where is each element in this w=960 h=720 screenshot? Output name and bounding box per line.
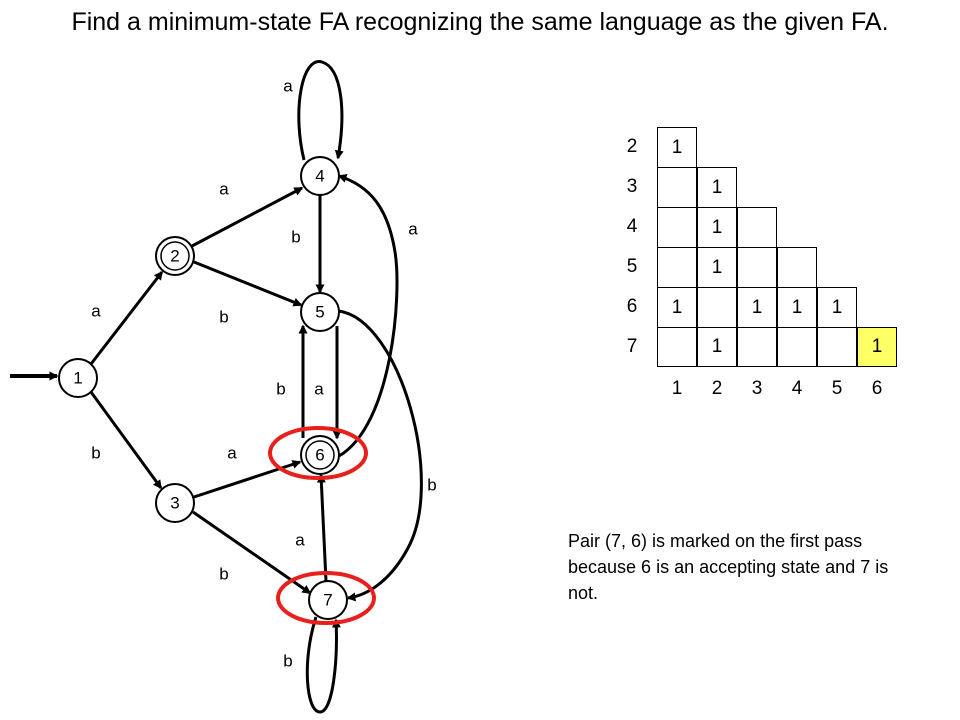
table-cell [777,327,817,367]
table-cell [657,167,697,207]
highlight-ellipse-6 [268,426,368,480]
transition-label-7-6: a [295,530,305,549]
accepting-ring-6 [305,440,335,470]
table-row-label: 3 [626,176,638,197]
transition-label-2-4: a [219,179,229,198]
transition-2-5 [193,260,303,307]
table-cell: 1 [697,327,737,367]
transition-4-4 [297,60,344,161]
table-cell [737,207,777,247]
table-row-label: 4 [626,216,638,237]
transition-label-4-5: b [291,227,300,246]
transition-label-1-2: a [91,301,101,320]
table-row-label: 2 [626,136,638,157]
table-cell [657,247,697,287]
table-cell: 1 [657,287,697,327]
transition-7-6 [316,473,328,582]
state-4 [300,156,340,196]
table-col-label: 4 [791,378,803,399]
transition-3-6 [193,460,302,499]
state-label-6: 6 [315,445,324,464]
transition-label-7-7: b [283,651,292,670]
table-cell [737,247,777,287]
table-cell [657,207,697,247]
explanation-note: Pair (7, 6) is marked on the first pass … [568,531,889,603]
transition-2-4 [191,186,304,248]
table-row-label: 7 [626,336,638,357]
table-cell [817,327,857,367]
transition-6-4 [337,174,399,458]
state-label-1: 1 [73,368,82,387]
transition-label-6-5: b [276,379,285,398]
transition-label-5-6: a [314,379,324,398]
state-label-2: 2 [170,246,179,265]
page-title: Find a minimum-state FA recognizing the … [71,8,889,36]
state-label-7: 7 [323,590,332,609]
table-cell [697,287,737,327]
transition-label-4-4: a [283,76,293,95]
table-cell: 1 [777,287,817,327]
table-cell: 1 [817,287,857,327]
transition-label-3-7: b [219,564,228,583]
table-cell: 1 [657,127,697,167]
accepting-ring-2 [160,241,190,271]
table-cell: 1 [857,327,897,367]
table-col-label: 2 [711,378,723,399]
table-col-label: 6 [871,378,883,399]
state-1 [58,358,98,398]
table-cell: 1 [697,167,737,207]
table-row-label: 5 [626,256,638,277]
table-cell: 1 [697,207,737,247]
table-cell: 1 [697,247,737,287]
table-cell [777,247,817,287]
state-3 [155,483,195,523]
state-label-4: 4 [315,166,324,185]
state-7 [308,580,348,620]
state-5 [300,292,340,332]
transition-label-1-3: b [91,443,100,462]
state-label-3: 3 [170,493,179,512]
state-label-5: 5 [315,302,324,321]
transition-label-2-5: b [219,307,228,326]
table-col-label: 3 [751,378,763,399]
table-col-label: 1 [671,378,683,399]
highlight-ellipse-7 [276,571,376,625]
table-cell [657,327,697,367]
transition-label-3-6: a [227,443,237,462]
transition-label-5-7: b [427,475,436,494]
transition-1-2 [89,270,164,365]
transition-5-7 [338,309,423,602]
table-cell [737,327,777,367]
transition-label-6-4: a [408,219,418,238]
table-col-label: 5 [831,378,843,399]
transition-1-3 [89,391,163,490]
transition-7-7 [305,616,341,714]
table-row-label: 6 [626,296,638,317]
table-cell: 1 [737,287,777,327]
